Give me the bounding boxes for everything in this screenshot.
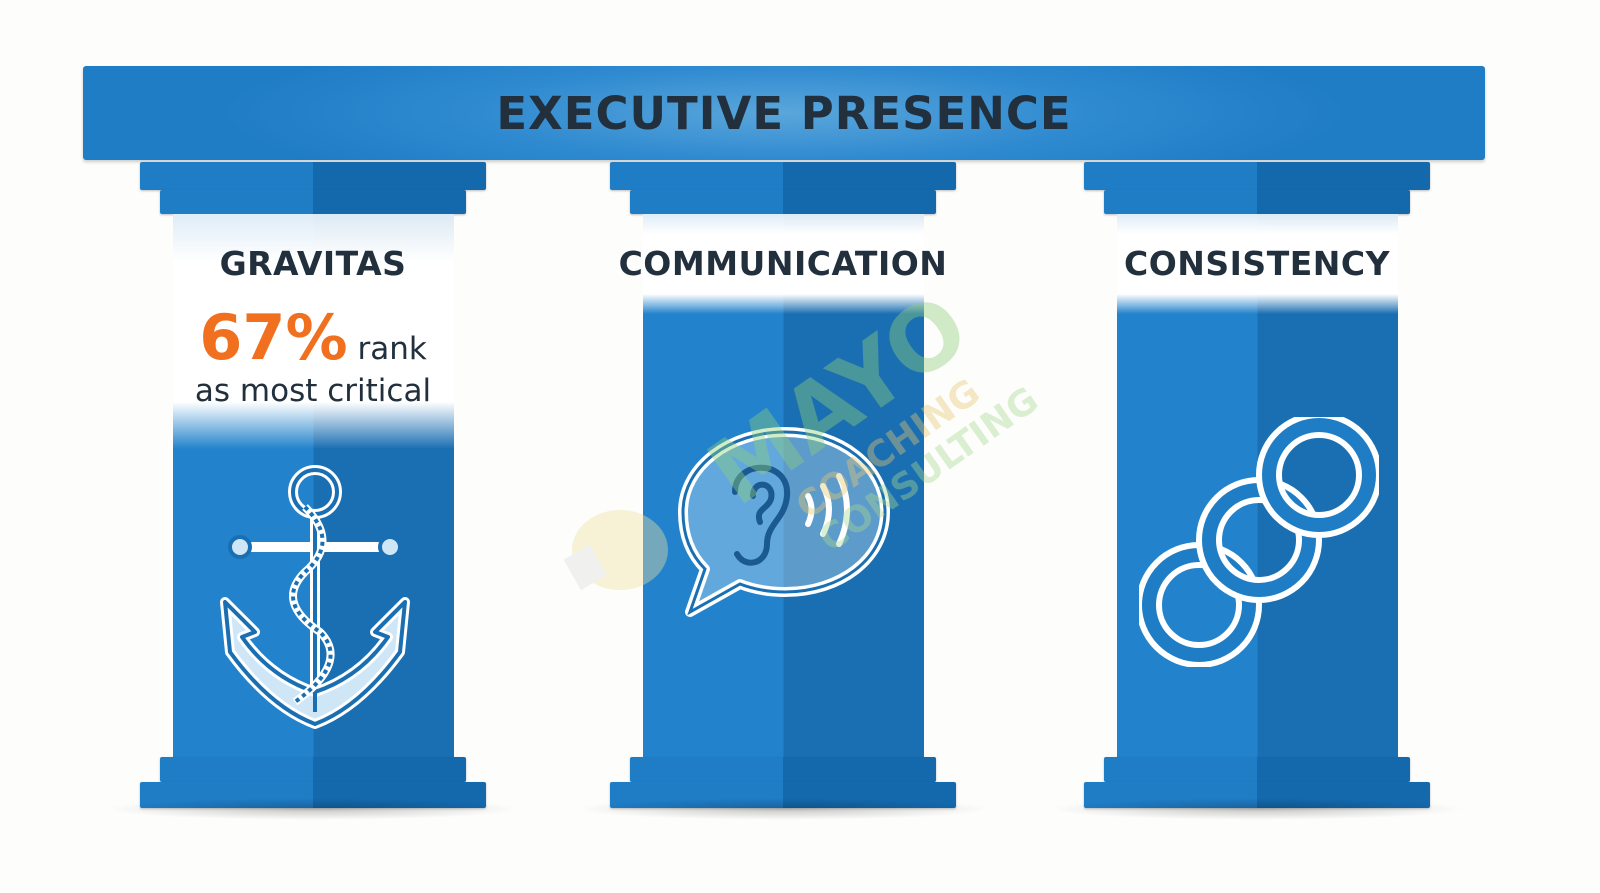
- header-title: EXECUTIVE PRESENCE: [496, 86, 1072, 140]
- pillar-label: CONSISTENCY: [1124, 244, 1390, 283]
- base-top: [630, 757, 936, 782]
- pillar-shadow: [1049, 798, 1465, 820]
- pillar-label: GRAVITAS: [219, 244, 407, 283]
- base-top: [160, 757, 466, 782]
- capital-top: [610, 162, 956, 190]
- pillar-shadow: [575, 798, 991, 820]
- stat-value: 67%: [199, 301, 348, 374]
- base-bottom: [140, 782, 486, 808]
- header-banner: EXECUTIVE PRESENCE: [83, 66, 1485, 160]
- capital-bottom: [1104, 190, 1410, 214]
- capital-top: [1084, 162, 1430, 190]
- label-panel: [1117, 214, 1398, 314]
- label-panel: [643, 214, 924, 314]
- base-bottom: [610, 782, 956, 808]
- pillar-gravitas: GRAVITAS 67% rank as most critical: [105, 162, 521, 822]
- stat-text-2: as most critical: [194, 373, 432, 409]
- base-bottom: [1084, 782, 1430, 808]
- ear-speech-bubble-icon: [678, 427, 890, 617]
- chain-links-icon: [1139, 417, 1379, 667]
- stat-text: rank: [357, 331, 427, 367]
- base-top: [1104, 757, 1410, 782]
- anchor-icon: [220, 465, 410, 729]
- capital-bottom: [630, 190, 936, 214]
- pillar-shadow: [105, 798, 521, 820]
- capital-bottom: [160, 190, 466, 214]
- pillar-label: COMMUNICATION: [618, 244, 948, 283]
- pillar-consistency: CONSISTENCY: [1049, 162, 1465, 822]
- label-panel: [173, 214, 454, 449]
- gravitas-stat: 67% rank as most critical: [140, 307, 486, 412]
- pillar-communication: COMMUNICATION: [575, 162, 991, 822]
- capital-top: [140, 162, 486, 190]
